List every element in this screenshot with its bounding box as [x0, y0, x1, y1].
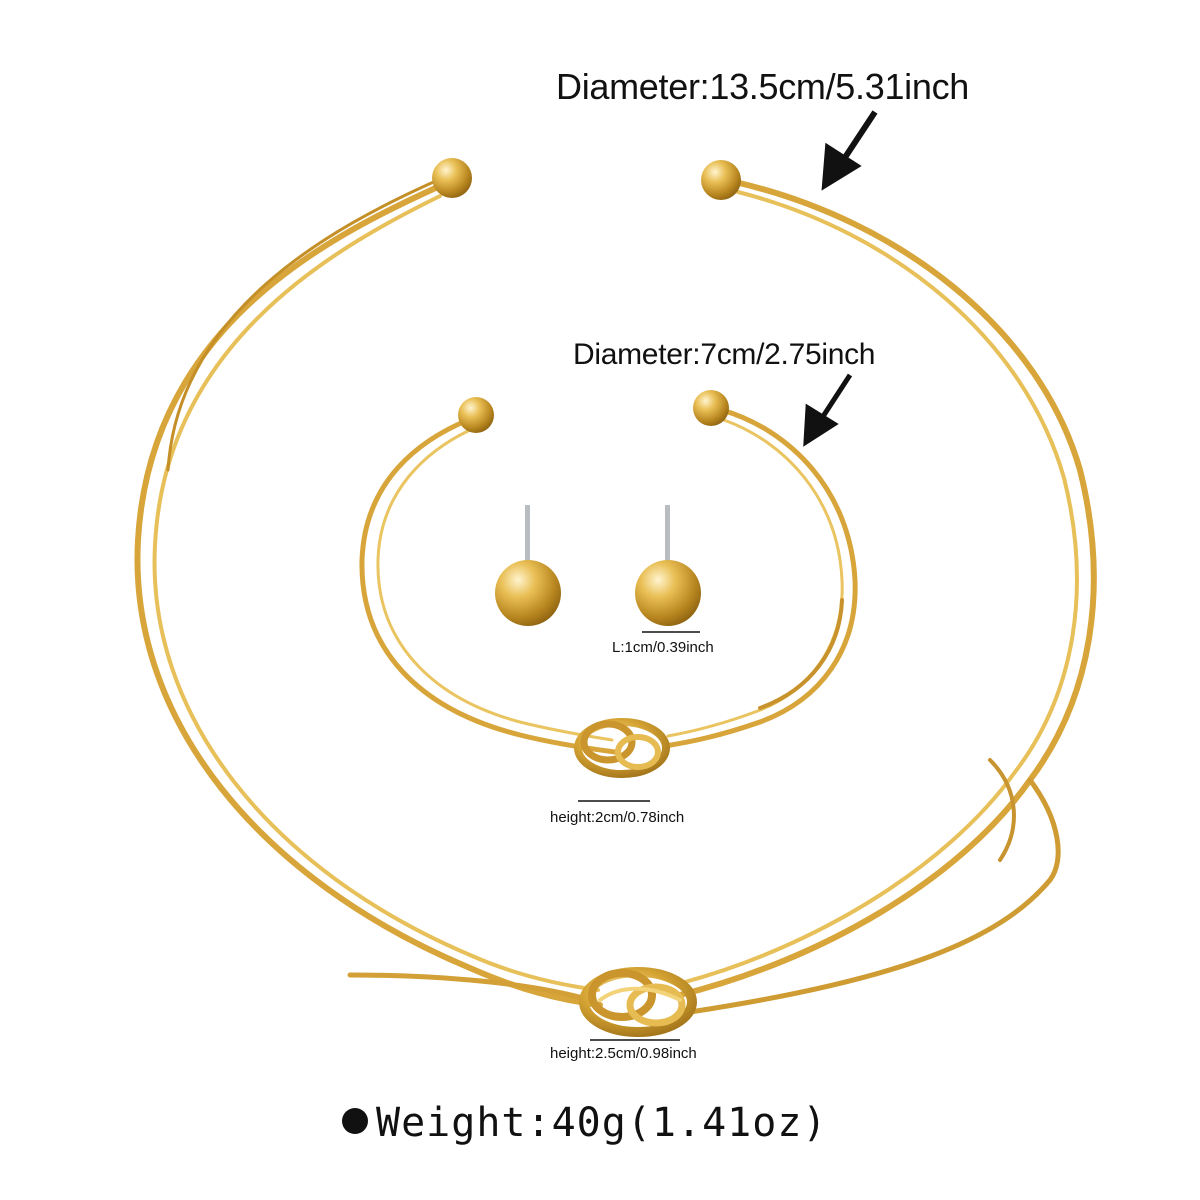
necklace-height-label: height:2.5cm/0.98inch: [550, 1045, 697, 1062]
necklace-right-wire: [677, 179, 1097, 1015]
necklace-diameter-arrow: [821, 110, 878, 191]
necklace-lower-loop: [347, 972, 593, 1003]
earring-right: [635, 505, 701, 626]
necklace-knot: [579, 967, 697, 1037]
necklace-left-ball: [432, 158, 472, 198]
weight-line: Weight:40g(1.41oz): [342, 1100, 827, 1146]
necklace-left-wire: [134, 178, 603, 1008]
necklace-diameter-label: Diameter:13.5cm/5.31inch: [556, 66, 970, 107]
measurement-lines: [578, 631, 700, 1041]
earring-left: [495, 505, 561, 626]
necklace: [134, 158, 1097, 1037]
bracelet: [359, 390, 858, 778]
bracelet-right-ball: [693, 390, 729, 426]
bracelet-diameter-label: Diameter:7cm/2.75inch: [573, 338, 876, 371]
necklace-right-ball: [701, 160, 741, 200]
bracelet-diameter-arrow: [803, 373, 853, 447]
bullet-icon: [342, 1108, 368, 1134]
bracelet-height-label: height:2cm/0.78inch: [550, 809, 685, 826]
bracelet-left-ball: [458, 397, 494, 433]
weight-label: Weight:40g(1.41oz): [376, 1100, 828, 1146]
bracelet-knot: [574, 718, 670, 778]
earring-length-label: L:1cm/0.39inch: [612, 639, 714, 656]
